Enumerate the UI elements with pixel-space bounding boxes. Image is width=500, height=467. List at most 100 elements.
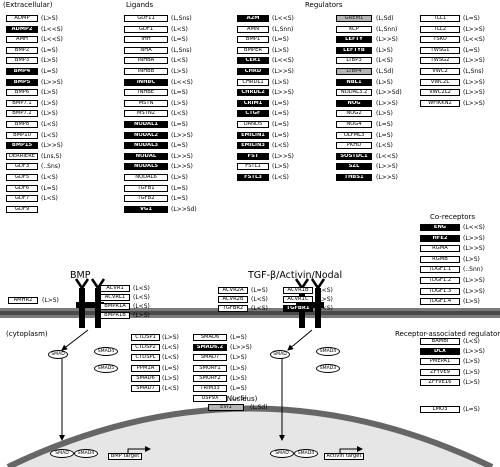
expression-label: (L>>S): [463, 234, 485, 242]
gene-box: USP9X: [193, 395, 227, 403]
smad-oval: SMAD5: [94, 364, 118, 373]
gene-box: GDF1: [124, 25, 168, 33]
gene-box: ACVRL1: [100, 294, 130, 301]
gene-box: IHH: [124, 36, 168, 44]
smad-label: SMAD: [273, 352, 287, 357]
expression-label: (L>>Sd): [376, 89, 402, 97]
gene-box: NOG4: [336, 121, 372, 128]
gene-box: BMP6: [6, 89, 38, 97]
gene-box: NODAL: [124, 152, 168, 160]
gene-box: SZL: [336, 163, 372, 171]
gene-box: OLFML3: [336, 131, 372, 139]
expression-label: (L<<S): [463, 36, 485, 44]
gene-box: INHBE: [124, 89, 168, 97]
gene-box: ADMP: [6, 15, 38, 22]
expression-label: (L>>S): [463, 348, 485, 356]
expression-label: (L<S): [41, 195, 58, 203]
expression-label: (L>S): [316, 296, 333, 303]
expression-label: (L<<S): [41, 36, 63, 44]
gene-box: ENG: [420, 224, 460, 231]
gene-box: NODAL1: [124, 121, 168, 128]
smad-oval: SMAD4: [316, 347, 340, 356]
expression-label: (L<S): [251, 296, 268, 303]
expression-label: (L,Sns): [171, 46, 192, 54]
expression-label: (L>>S): [41, 142, 63, 150]
gene-box: BMP2: [6, 46, 38, 54]
expression-label: (L>S): [463, 378, 480, 386]
smad-label: SMAD: [55, 451, 69, 456]
gene-box: TGFBR1: [283, 305, 313, 312]
gene-box: TDGF1.1: [420, 266, 460, 274]
smad-label: SMAD: [275, 451, 289, 456]
gene-box: ACVR1: [100, 285, 130, 292]
target-gene-box-tgfb: Activin target: [324, 453, 364, 460]
gene-box: CTDSPL: [131, 354, 160, 362]
gene-box: BMPR1A: [100, 303, 130, 310]
gene-box: SMAD7: [193, 354, 227, 362]
expression-label: (L>S): [41, 89, 58, 97]
smad-oval: SMAD: [270, 449, 294, 458]
expression-label: (L=S): [463, 406, 480, 413]
gene-box: WFIKKN2: [420, 99, 460, 107]
expression-label: (L>S): [133, 312, 150, 319]
gene-box: ACVR2B: [218, 296, 248, 303]
gene-box: BMP3: [6, 57, 38, 65]
gene-box: BMP7.2: [6, 110, 38, 118]
expression-label: (L>>S): [41, 78, 63, 86]
gene-box: PMEPA1: [420, 358, 460, 366]
gene-box: CER1: [237, 57, 269, 65]
expression-label: (L>S): [171, 99, 188, 107]
gene-box: VWC2L2: [420, 89, 460, 97]
expression-label: (L=S): [376, 131, 393, 139]
smad-label: SMAD4: [97, 349, 115, 354]
gene-box: ZFYVE9: [420, 368, 460, 376]
expression-label: (L>>S): [463, 25, 485, 33]
expression-label: (Lns,S): [41, 152, 62, 160]
gene-box: A2M: [237, 15, 269, 22]
expression-label: (L=S): [272, 36, 289, 44]
smad-oval: SMAD3: [316, 364, 340, 373]
expression-label: (L>>S): [376, 36, 398, 44]
pathway-label-tgfb: TGF-β/Activin/Nodal: [248, 270, 343, 281]
gene-box: BMP10: [6, 131, 38, 139]
gene-box: NODAL3.2: [336, 89, 372, 97]
expression-label: (L=S): [171, 184, 188, 192]
smad-label: SMAD4: [297, 451, 315, 456]
gene-box: SMAD7: [131, 385, 160, 392]
target-gene-box-bmp: BMP target: [108, 453, 142, 460]
gene-box: CHRDL2: [237, 89, 269, 97]
gene-box: TDGF1.2: [420, 277, 460, 284]
gene-box: VG1: [124, 205, 168, 213]
gene-box: AMH: [6, 36, 38, 44]
gene-box: FST: [237, 152, 269, 160]
expression-label: (L<<S): [171, 78, 193, 86]
gene-box: TWSG2: [420, 57, 460, 65]
expression-label: (L<S): [41, 174, 58, 181]
gene-box: EMILIN1: [237, 131, 269, 139]
gene-box: DAND5: [237, 121, 269, 128]
gene-box: NODAL5: [124, 163, 168, 171]
gene-box: INHBA: [124, 57, 168, 65]
expression-label: (L>>S): [376, 99, 398, 107]
gene-box: KCP: [336, 25, 372, 33]
gene-box: EMILIN3: [237, 142, 269, 150]
expression-label: (L<S): [41, 131, 58, 139]
expression-label: (L<S): [251, 305, 268, 312]
expression-label: (L>>S): [376, 163, 398, 171]
smad-label: SMAD4: [77, 451, 95, 456]
expression-label: (L,Sd): [376, 68, 394, 75]
expression-label: (L>>S): [463, 78, 485, 86]
gene-box: ACVR1C: [283, 296, 313, 303]
gene-box: BAMBI: [420, 338, 460, 345]
section-label-extracellular: (Extracellular): [3, 1, 53, 9]
expression-label: (L<S): [133, 303, 150, 310]
gene-box: INHBB: [124, 68, 168, 75]
gene-box: GDF5: [6, 174, 38, 181]
gene-box: RGMB: [420, 255, 460, 263]
expression-label: (L>S): [230, 354, 247, 362]
expression-label: (L>S): [162, 374, 179, 382]
gene-box: GDF11: [124, 15, 168, 22]
gene-box: GREM1: [336, 15, 372, 22]
expression-label: (L<S): [376, 57, 393, 65]
gene-box: GDF7: [6, 195, 38, 203]
